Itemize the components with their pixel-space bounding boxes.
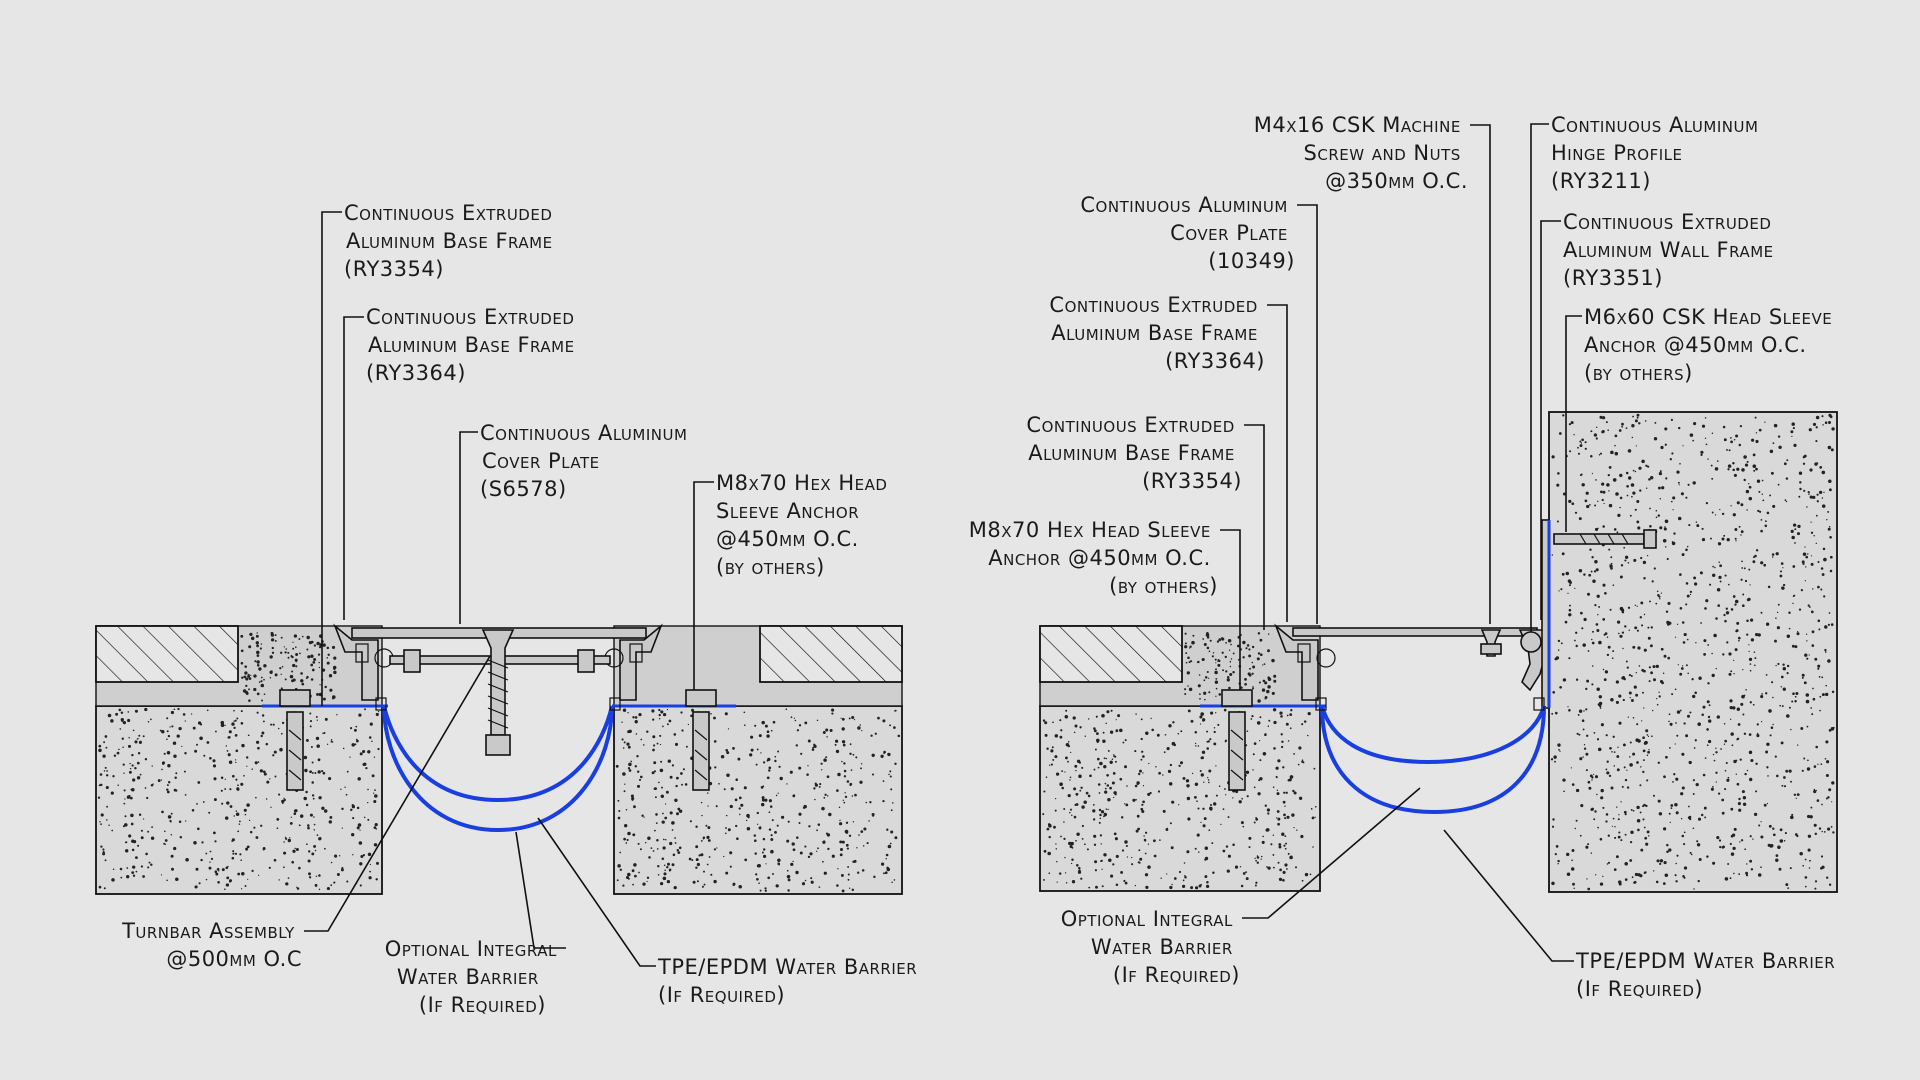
leader-lines: [304, 123, 1582, 967]
right-detail: [1039, 411, 1838, 893]
left-detail: [95, 623, 903, 895]
screw-nut: [485, 734, 511, 756]
concrete-texture: [1550, 413, 1835, 891]
right-m6-anchor: [1553, 529, 1657, 549]
screw-thread: [487, 659, 509, 729]
concrete-texture: [97, 707, 380, 891]
label-r-cover-plate: Continuous Aluminum Cover Plate (10349): [1080, 193, 1295, 273]
hinge-knuckle: [1520, 631, 1542, 653]
label-r-integral-barrier: Optional Integral Water Barrier (If Requ…: [1061, 907, 1240, 987]
label-r-machine-screw: M4x16 CSK Machine Screw and Nuts @350mm …: [1254, 113, 1468, 193]
frame-detail: [1316, 648, 1336, 668]
concrete-texture: [615, 708, 901, 893]
label-r-hinge-profile: Continuous Aluminum Hinge Profile (RY321…: [1551, 113, 1766, 193]
right-wall: [1548, 411, 1838, 893]
left-center-screw: [481, 629, 515, 736]
frame-detail: [355, 643, 369, 663]
label-l-base-frame-1: Continuous Extruded Aluminum Base Frame …: [344, 201, 560, 281]
left-anchor-right: [685, 689, 717, 791]
turnbar-nut: [577, 649, 595, 673]
label-l-tpe-barrier: TPE/EPDM Water Barrier (If Required): [657, 955, 924, 1007]
barrier-clip: [375, 697, 387, 711]
right-tpe-barrier: [1320, 705, 1546, 815]
right-anchor: [1221, 689, 1253, 791]
barrier-clip: [1315, 697, 1327, 711]
label-r-wall-frame: Continuous Extruded Aluminum Wall Frame …: [1563, 210, 1781, 290]
label-l-integral-barrier: Optional Integral Water Barrier (If Requ…: [385, 937, 564, 1017]
label-l-base-frame-2: Continuous Extruded Aluminum Base Frame …: [366, 305, 582, 385]
label-r-base-frame-1: Continuous Extruded Aluminum Base Frame …: [1026, 413, 1242, 493]
callout-labels: Continuous Extruded Aluminum Base Frame …: [121, 113, 1842, 1017]
right-integral-barrier: [1320, 705, 1546, 765]
right-slab-left: [1039, 705, 1321, 892]
barrier-clip: [1533, 697, 1545, 711]
left-slab-left: [95, 705, 383, 895]
left-integral-barrier: [382, 705, 614, 803]
label-l-cover-plate: Continuous Aluminum Cover Plate (S6578): [480, 421, 695, 501]
left-tpe-barrier: [382, 705, 614, 833]
grout-texture: [240, 631, 337, 702]
label-l-turnbar: Turnbar Assembly @500mm O.C: [121, 919, 302, 971]
left-finish-block-left: [95, 625, 239, 683]
label-l-anchor: M8x70 Hex Head Sleeve Anchor @450mm O.C.…: [716, 471, 895, 579]
label-r-base-frame-2: Continuous Extruded Aluminum Base Frame …: [1049, 293, 1265, 373]
label-r-m6-anchor: M6x60 CSK Head Sleeve Anchor @450mm O.C.…: [1584, 305, 1839, 385]
label-r-tpe-barrier: TPE/EPDM Water Barrier (If Required): [1575, 949, 1842, 1001]
screw-nut: [1480, 643, 1502, 655]
label-r-anchor: M8x70 Hex Head Sleeve Anchor @450mm O.C.…: [969, 518, 1218, 598]
right-machine-screw: [1480, 629, 1502, 657]
frame-detail: [629, 643, 643, 663]
barrier-clip: [609, 697, 621, 711]
right-finish-block: [1039, 625, 1183, 683]
left-anchor-left: [279, 689, 311, 791]
turnbar-nut: [403, 649, 421, 673]
concrete-texture: [1042, 708, 1317, 890]
frame-detail: [1297, 643, 1311, 663]
left-finish-block-right: [759, 625, 903, 683]
